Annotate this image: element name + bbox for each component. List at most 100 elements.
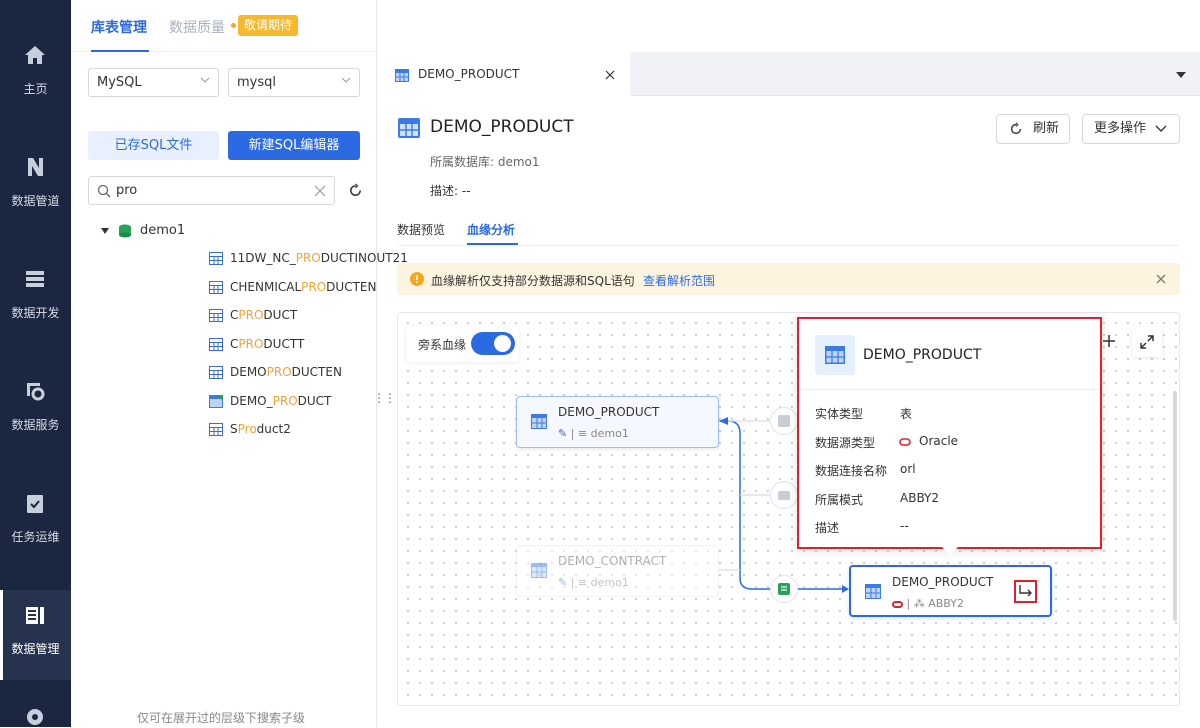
nav-item-home[interactable]: 主页 xyxy=(0,30,71,120)
lineage-node-source[interactable]: DEMO_PRODUCT ✎ | ≡ demo1 xyxy=(516,396,719,448)
tab-dropdown-icon[interactable] xyxy=(1176,72,1186,78)
subtab-underline xyxy=(467,243,518,245)
left-panel-tabs: 库表管理 数据质量 敬请期待 xyxy=(71,0,377,52)
more-actions-label: 更多操作 xyxy=(1094,121,1147,136)
search-input-box[interactable]: pro xyxy=(88,176,335,205)
refresh-tree-icon[interactable] xyxy=(348,183,363,198)
db-name-select[interactable]: mysql xyxy=(228,68,360,97)
table-icon xyxy=(209,252,223,265)
lineage-node-contract[interactable]: DEMO_CONTRACT ✎ | ≡ demo1 xyxy=(516,545,719,597)
close-tab-icon[interactable] xyxy=(605,70,615,80)
fullscreen-button[interactable] xyxy=(1132,327,1162,357)
popup-icon-box xyxy=(815,335,855,375)
doc-tab-bar: DEMO_PRODUCT xyxy=(385,52,1200,96)
data-manage-icon xyxy=(26,607,44,624)
toggle-knob xyxy=(494,335,511,352)
nav-item-service[interactable]: 数据服务 xyxy=(0,366,71,456)
nav-label-home: 主页 xyxy=(23,82,48,96)
tab-table-manage[interactable]: 库表管理 xyxy=(91,20,147,36)
lineage-edges xyxy=(719,417,849,593)
table-icon xyxy=(209,423,223,436)
new-sql-editor-button[interactable]: 新建SQL编辑器 xyxy=(228,131,360,160)
canvas-scrollbar[interactable] xyxy=(1173,391,1177,621)
node-name: DEMO_PRODUCT xyxy=(892,575,994,589)
refresh-icon xyxy=(1010,122,1022,135)
sql-node-circle[interactable] xyxy=(770,407,798,435)
zoom-in-icon[interactable] xyxy=(1103,335,1115,347)
fullscreen-icon xyxy=(1140,335,1154,349)
settings-icon[interactable] xyxy=(24,706,46,728)
doc-tab[interactable]: DEMO_PRODUCT xyxy=(385,52,630,96)
refresh-button[interactable]: 刷新 xyxy=(996,114,1070,144)
page-title: DEMO_PRODUCT xyxy=(430,117,574,137)
etl-node-circle[interactable] xyxy=(770,481,798,509)
open-detail-button[interactable] xyxy=(1014,580,1037,603)
nav-item-develop[interactable]: 数据开发 xyxy=(0,254,71,344)
chevron-down-icon xyxy=(200,77,210,83)
nav-label-task: 任务运维 xyxy=(11,530,60,544)
popup-row-label: 实体类型 xyxy=(815,407,864,421)
task-node-icon xyxy=(778,583,790,595)
oracle-icon xyxy=(899,438,911,446)
etl-icon xyxy=(778,491,790,500)
table-icon xyxy=(209,366,223,379)
node-name: DEMO_PRODUCT xyxy=(558,405,660,419)
notice-link[interactable]: 查看解析范围 xyxy=(643,274,716,288)
tree-item-label: CPRODUCT xyxy=(230,308,298,322)
table-icon xyxy=(531,414,547,429)
notice-text: 血缘解析仅支持部分数据源和SQL语句 xyxy=(431,274,635,288)
node-schema: | ⁂ ABBY2 xyxy=(892,597,964,610)
db-name-value: mysql xyxy=(237,75,276,90)
tab-data-preview[interactable]: 数据预览 xyxy=(397,223,446,237)
doc-tab-title: DEMO_PRODUCT xyxy=(418,67,520,81)
task-node-circle[interactable] xyxy=(770,575,798,603)
clear-icon[interactable] xyxy=(314,185,326,197)
home-icon xyxy=(25,46,45,64)
task-icon xyxy=(27,495,43,513)
popup-row-label: 数据连接名称 xyxy=(815,464,888,478)
saved-sql-button[interactable]: 已存SQL文件 xyxy=(88,131,219,160)
popup-row-value: Oracle xyxy=(919,433,959,448)
popup-title: DEMO_PRODUCT xyxy=(863,347,982,363)
table-icon xyxy=(209,309,223,322)
tree-item-label: DEMOPRODUCTEN xyxy=(230,365,342,379)
popup-row-value: 表 xyxy=(900,407,913,421)
database-info: 所属数据库: demo1 xyxy=(430,155,540,169)
nav-label-develop: 数据开发 xyxy=(11,306,60,320)
notice-banner: 血缘解析仅支持部分数据源和SQL语句 查看解析范围 xyxy=(397,263,1180,295)
resize-handle[interactable]: ⋮⋮ xyxy=(373,391,396,405)
pipeline-icon xyxy=(28,158,43,176)
nav-item-task[interactable]: 任务运维 xyxy=(0,478,71,568)
tree-root-label: demo1 xyxy=(140,223,186,238)
badge-dot xyxy=(231,23,236,28)
popup-row-label: 描述 xyxy=(815,521,840,535)
tab-lineage[interactable]: 血缘分析 xyxy=(467,223,516,237)
db-type-select[interactable]: MySQL xyxy=(88,68,219,97)
tree-item-label: CPRODUCTT xyxy=(230,336,305,351)
coming-soon-badge: 敬请期待 xyxy=(238,15,299,36)
active-tab-underline xyxy=(91,50,149,52)
chevron-down-icon xyxy=(1155,125,1167,132)
lineage-node-target[interactable]: DEMO_PRODUCT | ⁂ ABBY2 xyxy=(849,565,1052,617)
nav-label-data-manage: 数据管理 xyxy=(11,642,60,656)
close-notice-icon[interactable] xyxy=(1156,274,1166,284)
popup-row-label: 数据源类型 xyxy=(815,435,876,450)
node-schema-value: ABBY2 xyxy=(928,597,964,610)
node-db: ✎ | ≡ demo1 xyxy=(558,427,629,440)
side-lineage-toggle-box: 旁系血缘 xyxy=(406,326,519,362)
database-icon xyxy=(119,224,131,238)
nav-item-pipeline[interactable]: 数据管道 xyxy=(0,142,71,232)
tree-item-label: 11DW_NC_PRODUCTINOUT21 xyxy=(230,251,408,265)
popup-pointer xyxy=(942,547,958,555)
tab-data-quality[interactable]: 数据质量 xyxy=(169,20,225,36)
node-db-value: demo1 xyxy=(590,427,629,440)
subtab-divider xyxy=(397,245,1180,246)
search-icon xyxy=(97,184,111,198)
nav-item-data-manage[interactable]: 数据管理 xyxy=(0,590,71,680)
table-icon xyxy=(209,337,223,351)
table-icon xyxy=(209,394,223,408)
more-actions-button[interactable]: 更多操作 xyxy=(1082,114,1180,144)
search-input[interactable]: pro xyxy=(116,183,138,198)
caret-down-icon xyxy=(101,228,109,234)
side-lineage-toggle[interactable] xyxy=(471,332,515,355)
